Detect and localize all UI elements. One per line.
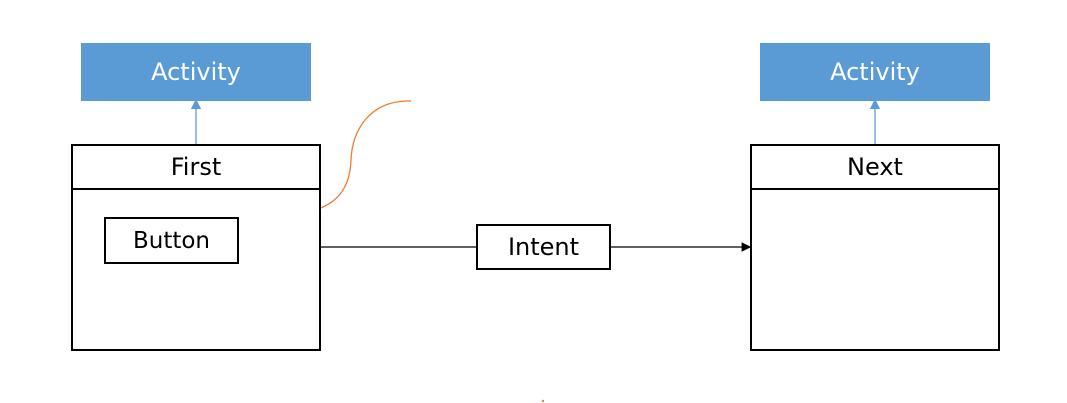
right-activity-box: Activity bbox=[760, 43, 990, 101]
next-class-box: Next bbox=[750, 144, 1000, 351]
first-class-box: First Button bbox=[71, 144, 321, 351]
button-box[interactable]: Button bbox=[104, 217, 239, 264]
click-event-arrow bbox=[293, 100, 412, 219]
orange-dot bbox=[541, 399, 545, 403]
left-activity-box: Activity bbox=[81, 43, 311, 101]
next-class-header: Next bbox=[752, 146, 998, 190]
first-class-header: First bbox=[73, 146, 319, 190]
intent-label: Intent bbox=[507, 233, 580, 261]
left-activity-label: Activity bbox=[151, 58, 241, 86]
intent-box: Intent bbox=[476, 224, 611, 270]
button-label: Button bbox=[132, 227, 211, 254]
next-class-label: Next bbox=[847, 153, 903, 181]
first-class-label: First bbox=[170, 153, 222, 181]
right-activity-label: Activity bbox=[830, 58, 920, 86]
